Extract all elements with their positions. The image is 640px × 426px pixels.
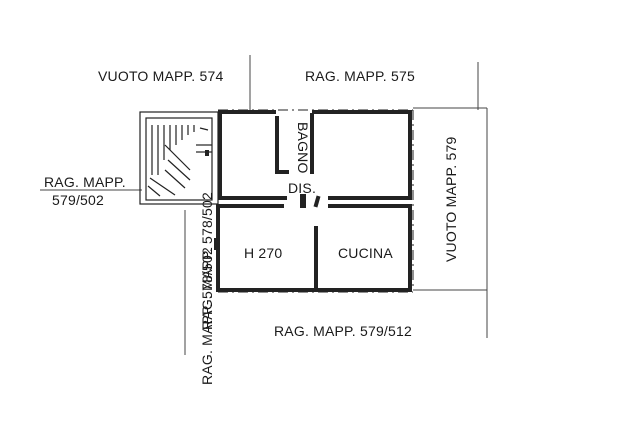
label-right: VUOTO MAPP. 579	[443, 137, 459, 262]
label-left-vertical-1: RAG. MAPP. 578/502	[199, 192, 215, 330]
room-kitchen: CUCINA	[338, 245, 393, 261]
label-left-2: 579/502	[52, 192, 104, 208]
label-left-1: RAG. MAPP.	[44, 174, 126, 190]
room-height: H 270	[244, 245, 282, 261]
label-top-left: VUOTO MAPP. 574	[98, 68, 223, 84]
interior-walls	[214, 113, 412, 288]
room-hall: DIS.	[288, 180, 316, 196]
label-left-vertical-2: RAG. MAPP. 578/502	[199, 247, 215, 385]
staircase	[139, 111, 219, 205]
property-boundaries	[40, 55, 488, 355]
room-bathroom: BAGNO	[295, 122, 311, 174]
label-top-right: RAG. MAPP. 575	[305, 68, 415, 84]
label-bottom: RAG. MAPP. 579/512	[274, 323, 412, 339]
